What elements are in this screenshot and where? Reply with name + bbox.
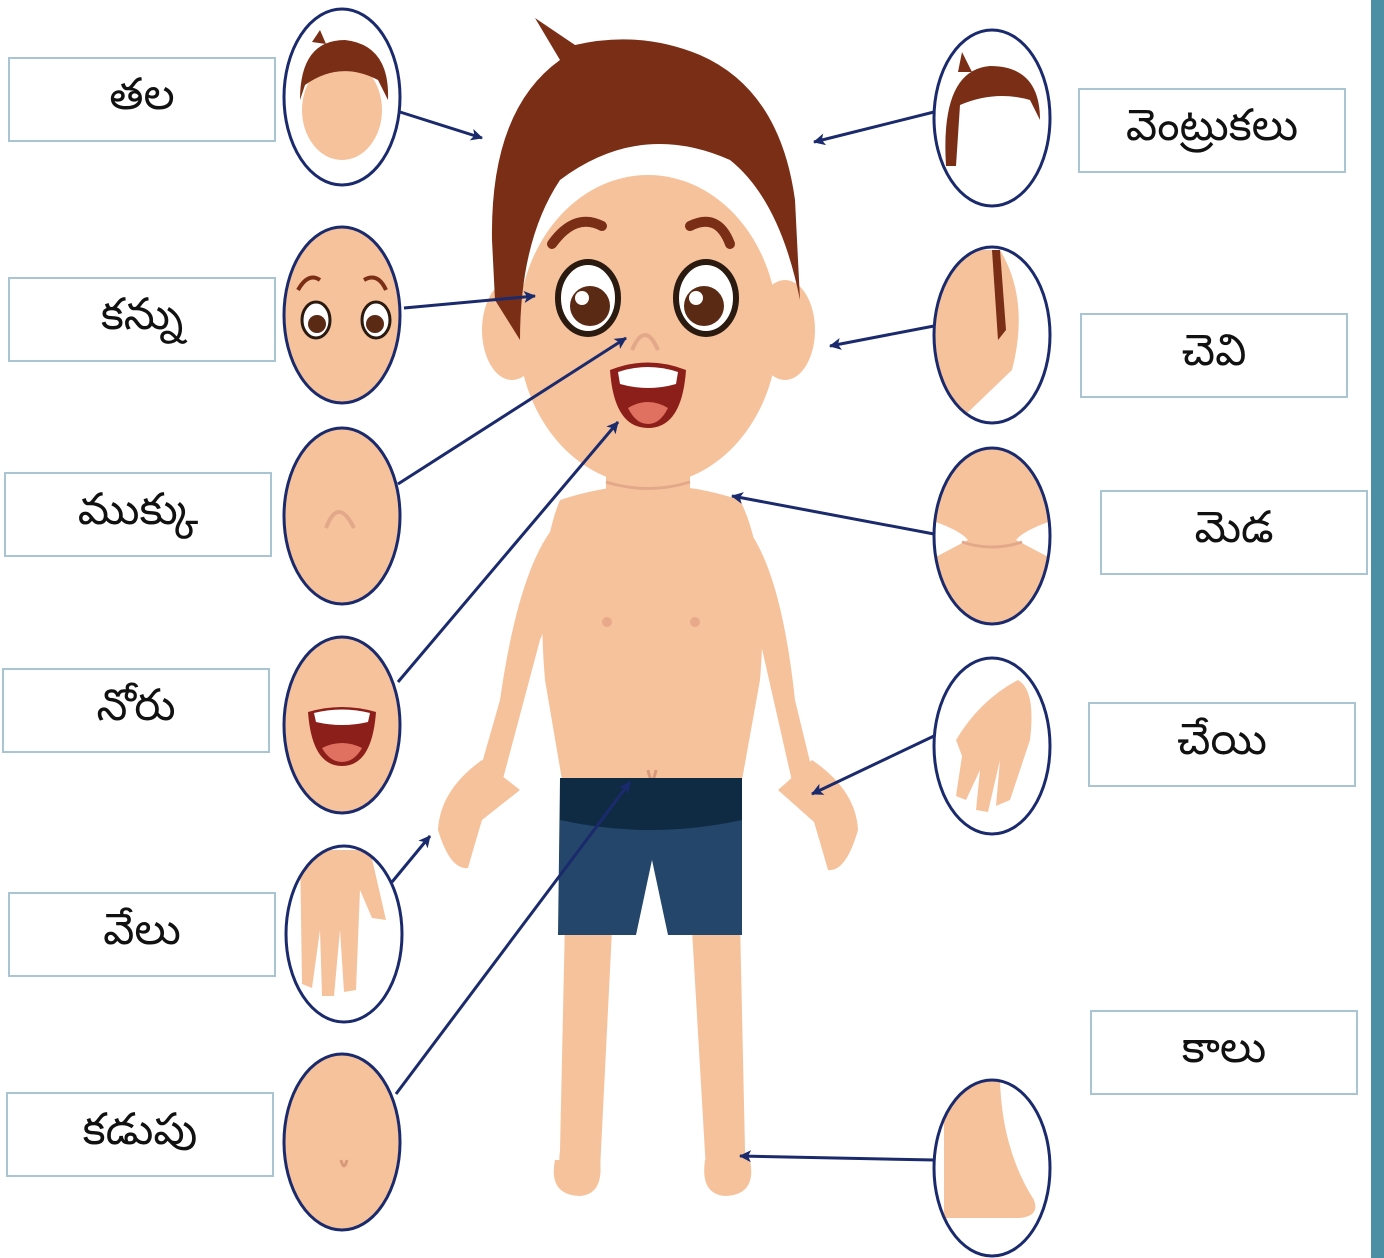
arrow-ear — [830, 326, 934, 346]
stomach-thumbnail — [284, 1054, 400, 1230]
arrow-finger — [392, 836, 430, 882]
label-leg: కాలు — [1090, 1010, 1358, 1095]
label-ear: చెవి — [1080, 313, 1348, 398]
label-hand-text: చేయి — [1177, 714, 1267, 776]
label-finger: వేలు — [8, 892, 276, 977]
head-thumbnail — [284, 9, 400, 185]
label-eye: కన్ను — [8, 277, 276, 362]
label-head: తల — [8, 57, 276, 142]
label-stomach: కడుపు — [6, 1092, 274, 1177]
label-head-text: తల — [109, 69, 174, 131]
arrow-hand — [812, 736, 934, 794]
label-hair-text: వెంట్రుకలు — [1126, 100, 1298, 162]
label-hand: చేయి — [1088, 702, 1356, 787]
finger-thumbnail — [286, 846, 402, 1022]
leg-thumbnail — [934, 1080, 1050, 1256]
neck-thumbnail — [930, 448, 1054, 624]
label-mouth-text: నోరు — [96, 680, 175, 742]
eye-thumbnail — [284, 227, 400, 403]
arrow-head — [400, 112, 482, 138]
label-leg-text: కాలు — [1182, 1022, 1267, 1084]
arrow-hair — [814, 112, 934, 142]
label-nose: ముక్కు — [4, 472, 272, 557]
hair-thumbnail — [934, 30, 1050, 206]
boy-illustration — [438, 18, 858, 1196]
label-stomach-text: కడుపు — [83, 1104, 198, 1166]
ear-thumbnail — [930, 247, 1050, 423]
label-eye-text: కన్ను — [101, 289, 183, 351]
nose-thumbnail — [284, 428, 400, 604]
mouth-thumbnail — [284, 637, 400, 813]
label-ear-text: చెవి — [1182, 325, 1247, 387]
arrow-neck — [732, 496, 934, 534]
hand-thumbnail — [934, 658, 1050, 834]
label-neck: మెడ — [1100, 490, 1368, 575]
label-neck-text: మెడ — [1194, 502, 1273, 564]
label-nose-text: ముక్కు — [78, 484, 199, 546]
arrow-leg — [740, 1156, 934, 1160]
label-hair: వెంట్రుకలు — [1078, 88, 1346, 173]
label-finger-text: వేలు — [103, 904, 181, 966]
label-mouth: నోరు — [2, 668, 270, 753]
